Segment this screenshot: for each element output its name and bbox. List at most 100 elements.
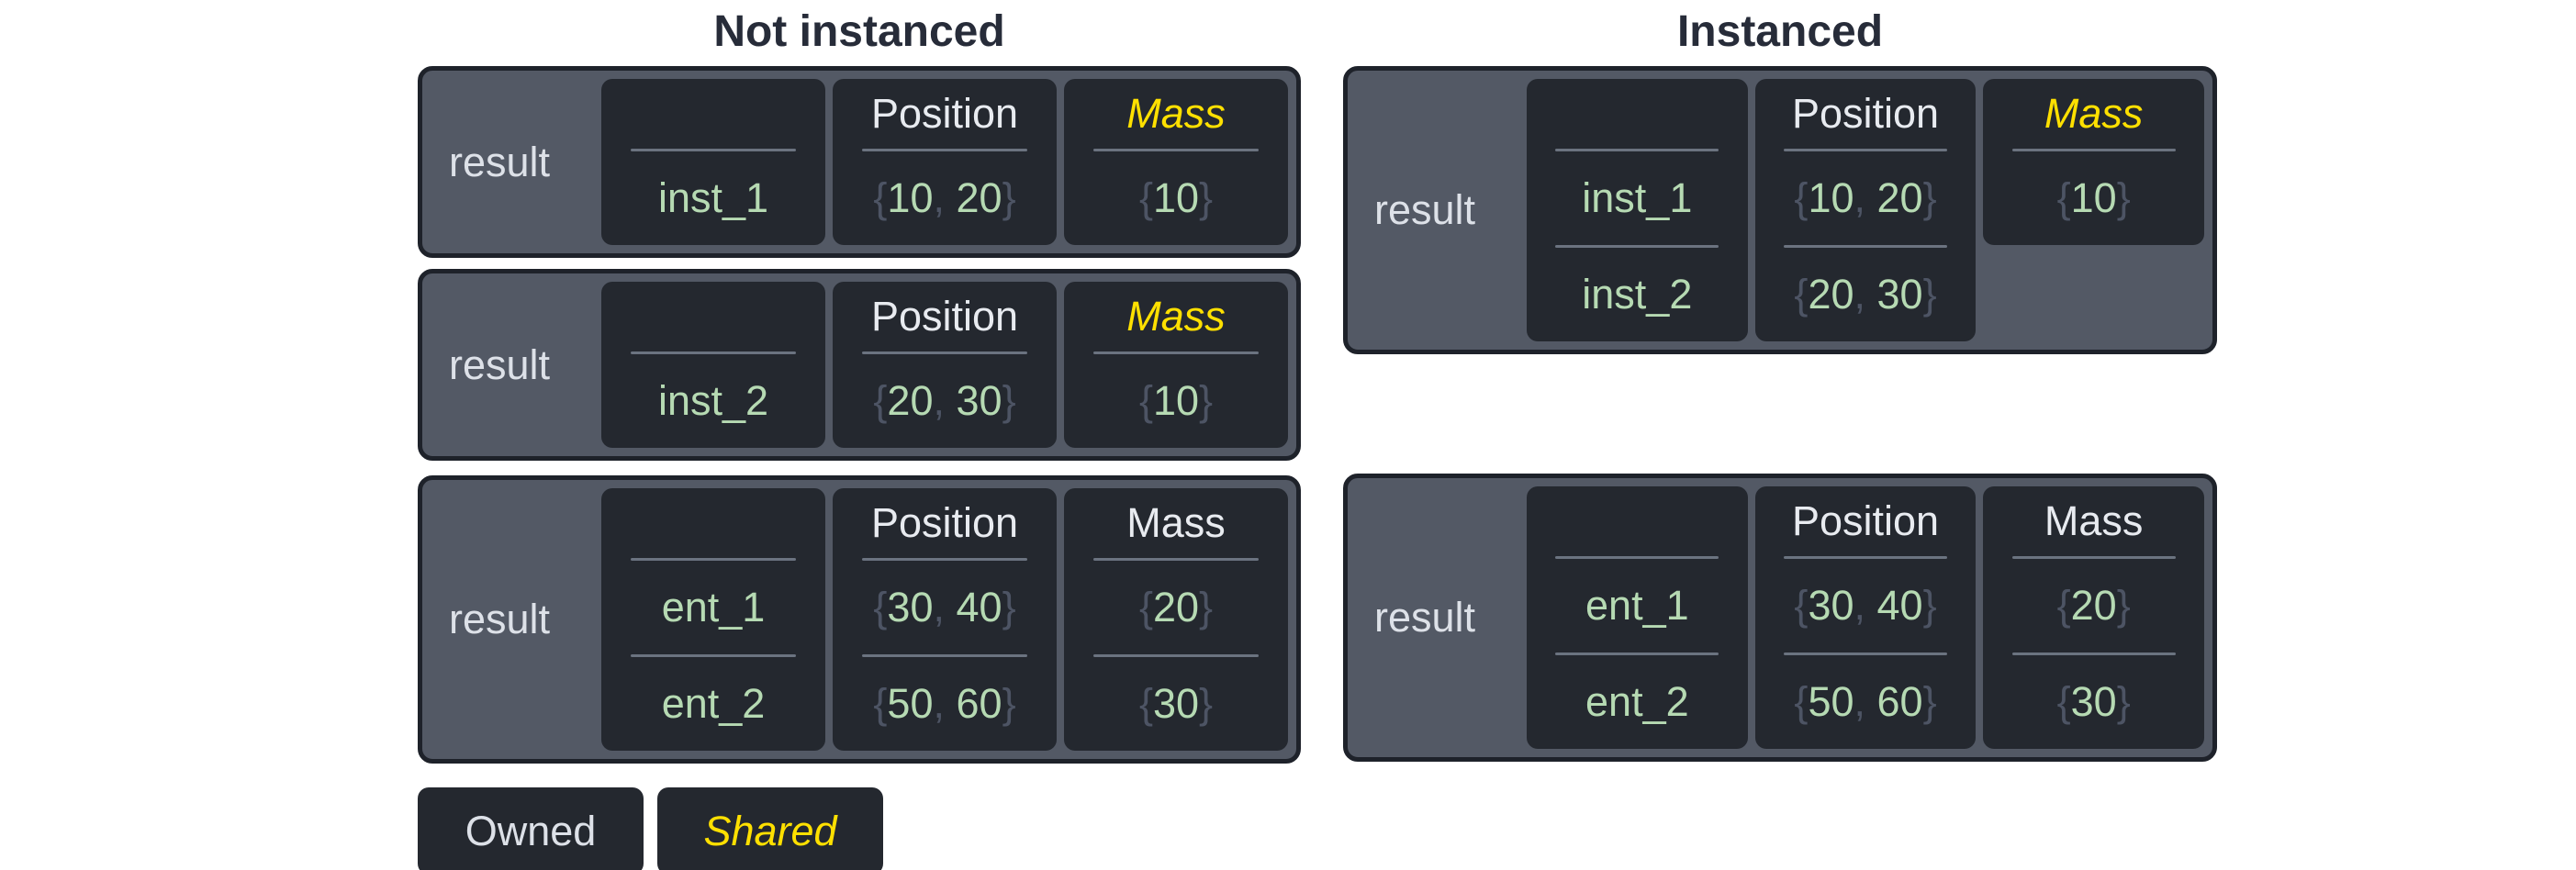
- brace-close: }: [1002, 584, 1016, 630]
- value-cell: {20, 30}: [833, 354, 1057, 448]
- row-divider: [1555, 149, 1719, 151]
- result-label: result: [449, 596, 551, 642]
- row-divider: [2011, 149, 2176, 151]
- value-number: 30: [2070, 678, 2117, 725]
- value-number: 30: [1876, 271, 1923, 318]
- result-table-entities-instanced: result ent_1 ent_2 Position {30, 40} {50…: [1343, 474, 2217, 762]
- brace-close: }: [1922, 678, 1937, 725]
- column-entity: inst_2: [601, 282, 825, 448]
- column-header: Position: [870, 90, 1019, 137]
- column-header: Mass: [2044, 90, 2144, 137]
- brace-close: }: [1002, 680, 1016, 727]
- legend-owned-chip: Owned: [418, 787, 644, 870]
- column-header: [1527, 486, 1748, 556]
- row-divider: [630, 654, 797, 657]
- brace-open: {: [1794, 678, 1809, 725]
- result-label: result: [449, 138, 551, 185]
- row-divider: [630, 149, 797, 151]
- brace-open: {: [1794, 582, 1809, 629]
- column-header: Position: [870, 499, 1019, 546]
- value-cell: {30, 40}: [1755, 559, 1977, 652]
- value-number: 60: [1876, 678, 1923, 725]
- column-entity: inst_1 inst_2: [1527, 79, 1748, 341]
- value-number: 10: [887, 174, 934, 221]
- value-cell: ent_1: [1585, 582, 1689, 629]
- value-cell: inst_2: [1582, 271, 1693, 318]
- row-divider: [1092, 351, 1260, 354]
- brace-open: {: [1138, 584, 1153, 630]
- column-header: [1527, 79, 1748, 149]
- value-number: 40: [1876, 582, 1923, 629]
- result-label: result: [1374, 594, 1476, 641]
- value-separator: ,: [1854, 271, 1877, 318]
- value-cell: {50, 60}: [833, 657, 1057, 751]
- value-cell: {10}: [1064, 151, 1288, 245]
- value-separator: ,: [933, 680, 957, 727]
- brace-open: {: [1794, 271, 1809, 318]
- column-position: Position {30, 40} {50, 60}: [833, 488, 1057, 751]
- column-mass: Mass {20} {30}: [1064, 488, 1288, 751]
- section-title: Not instanced: [713, 7, 1005, 56]
- row-divider: [1555, 245, 1719, 248]
- legend: Owned Shared: [418, 787, 1301, 870]
- column-mass: Mass {10}: [1064, 79, 1288, 245]
- column-position: Position {10, 20} {20, 30}: [1754, 79, 1977, 341]
- row-divider: [1092, 149, 1260, 151]
- brace-close: }: [1922, 271, 1937, 318]
- column-header: Mass: [2044, 497, 2144, 544]
- value-cell: inst_1: [1582, 174, 1693, 221]
- column-mass: Mass {20} {30}: [1983, 486, 2205, 749]
- brace-open: {: [2056, 582, 2071, 629]
- row-divider: [1555, 652, 1719, 655]
- brace-close: }: [1199, 377, 1214, 424]
- column-header: [601, 488, 825, 558]
- column-header: Mass: [1126, 90, 1226, 137]
- value-number: 20: [1808, 271, 1854, 318]
- value-cell: inst_1: [657, 174, 769, 221]
- row-divider: [861, 654, 1028, 657]
- section-instanced: Instanced result inst_1 inst_2 Position …: [1343, 6, 2217, 762]
- value-separator: ,: [1854, 678, 1877, 725]
- value-separator: ,: [1854, 174, 1877, 221]
- value-number: 40: [956, 584, 1002, 630]
- column-entity: ent_1 ent_2: [601, 488, 825, 751]
- brace-close: }: [1002, 377, 1016, 424]
- brace-close: }: [1922, 582, 1937, 629]
- brace-open: {: [873, 174, 888, 221]
- brace-close: }: [2116, 582, 2131, 629]
- value-separator: ,: [933, 377, 957, 424]
- value-cell: {30}: [1983, 655, 2204, 749]
- row-divider: [1783, 245, 1948, 248]
- value-cell: ent_1: [661, 584, 766, 630]
- row-divider: [861, 558, 1028, 561]
- brace-open: {: [873, 680, 888, 727]
- value-number: 20: [1152, 584, 1200, 630]
- row-divider: [2011, 556, 2176, 559]
- value-number: 30: [887, 584, 934, 630]
- result-table-entities: result ent_1 ent_2 Position {30, 40} {50…: [418, 475, 1301, 764]
- row-divider: [861, 351, 1028, 354]
- value-cell: {10, 20}: [833, 151, 1057, 245]
- row-divider: [630, 558, 797, 561]
- row-divider: [1092, 654, 1260, 657]
- value-number: 30: [956, 377, 1002, 424]
- row-divider: [1555, 556, 1719, 559]
- value-cell: {20}: [1064, 561, 1288, 654]
- brace-close: }: [2116, 174, 2131, 221]
- value-separator: ,: [1854, 582, 1877, 629]
- column-header: Mass: [1126, 499, 1226, 546]
- value-number: 50: [1808, 678, 1854, 725]
- brace-open: {: [2056, 174, 2071, 221]
- value-cell: {10}: [1983, 151, 2204, 245]
- value-number: 10: [2070, 174, 2117, 221]
- brace-open: {: [1794, 174, 1809, 221]
- column-mass: Mass {10}: [1064, 282, 1288, 448]
- row-divider: [1783, 556, 1948, 559]
- value-number: 10: [1152, 377, 1200, 424]
- value-cell: inst_2: [657, 377, 769, 424]
- result-table-inst2: result inst_2 Position {20, 30} Mass {10…: [418, 269, 1301, 461]
- value-number: 30: [1152, 680, 1200, 727]
- brace-open: {: [1138, 377, 1153, 424]
- brace-open: {: [873, 377, 888, 424]
- column-entity: ent_1 ent_2: [1527, 486, 1748, 749]
